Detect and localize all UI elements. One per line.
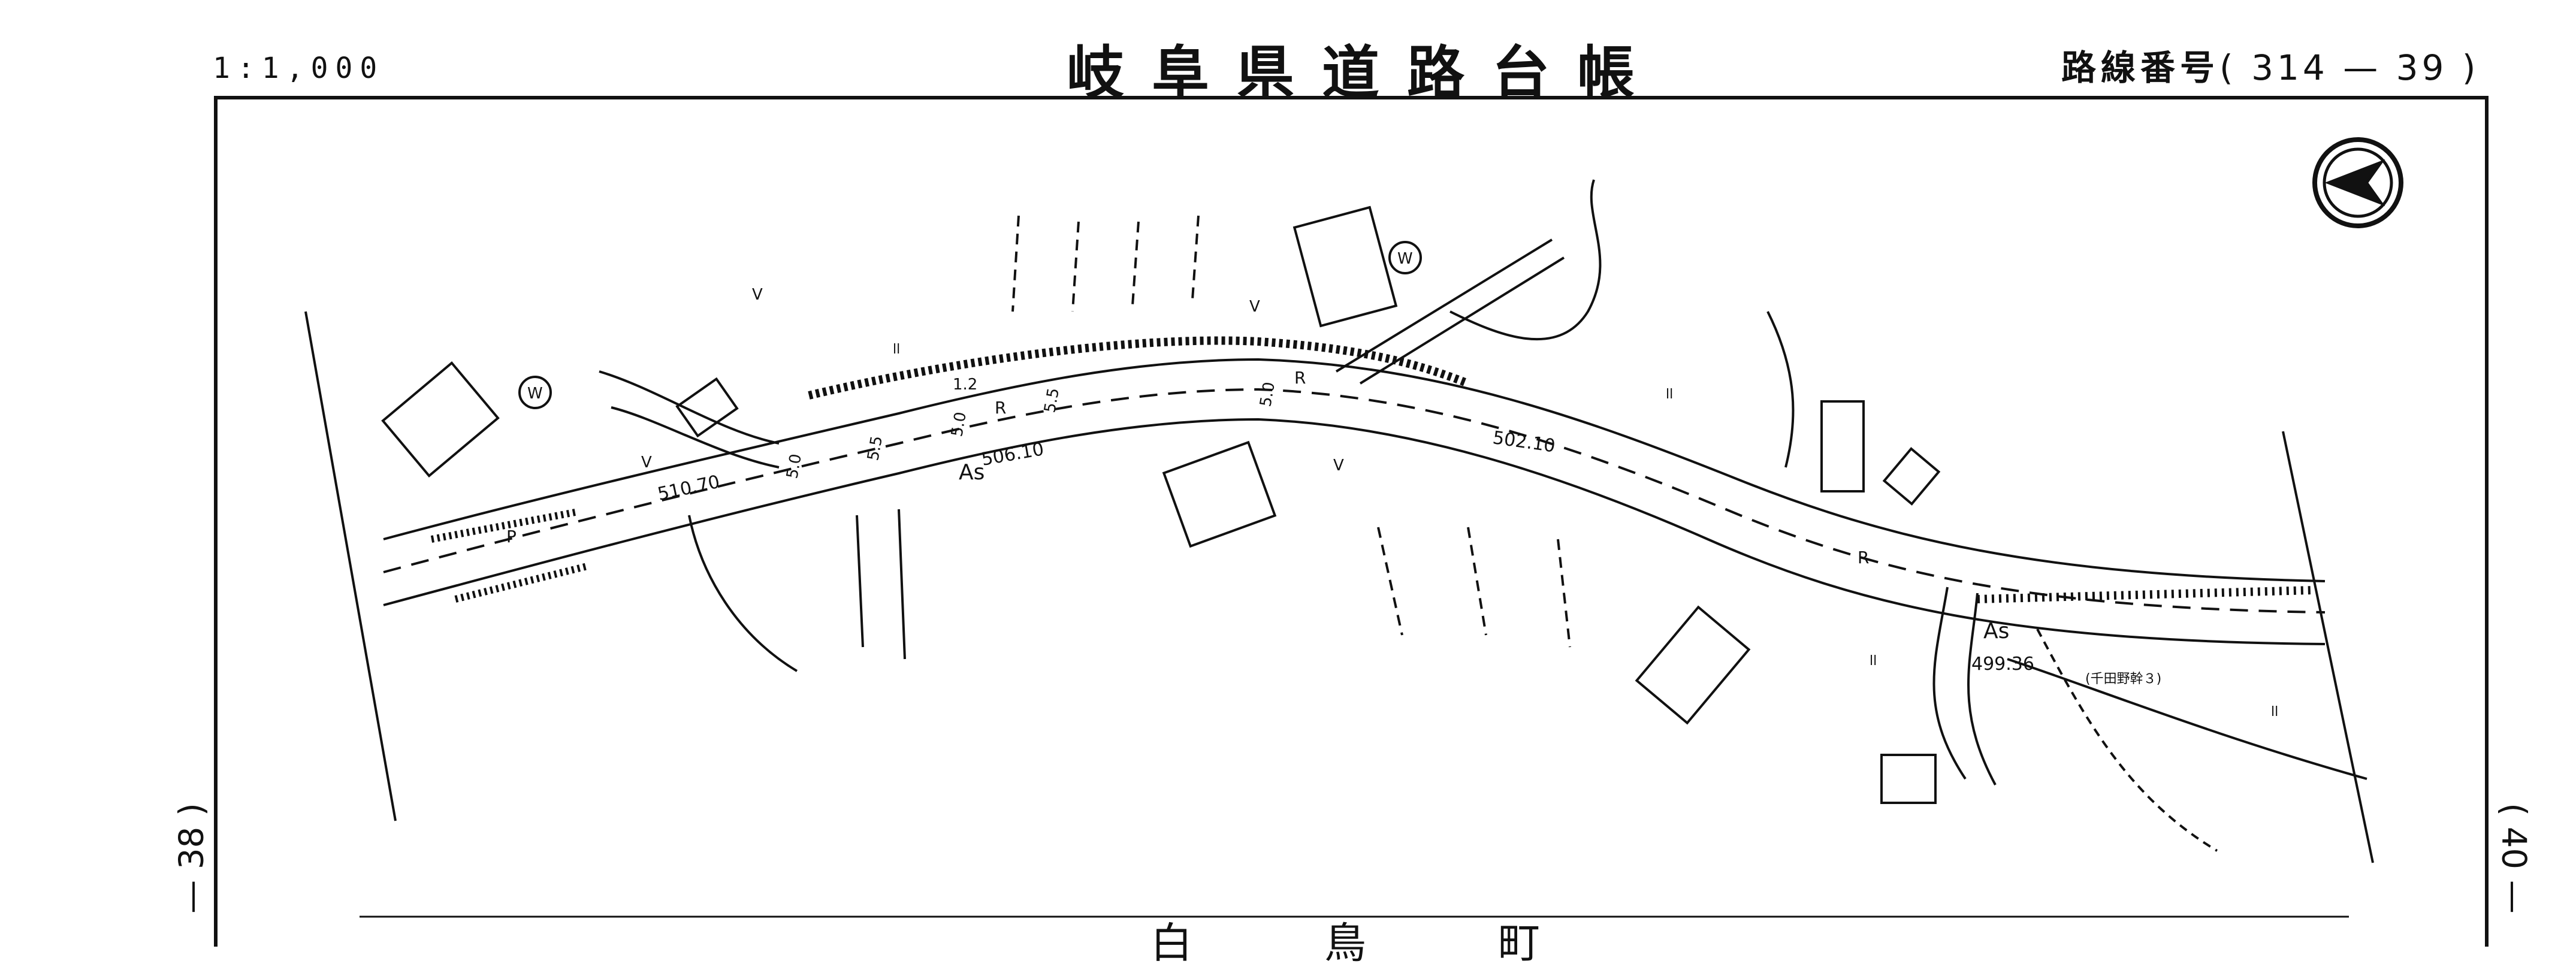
elevation-2: 506.10	[980, 439, 1045, 470]
road-label-r3: R	[1858, 548, 1869, 567]
branch-road-north	[1335, 238, 1565, 385]
road-edge-south	[383, 418, 2326, 645]
place-name-char-2: 鳥	[1324, 918, 1366, 968]
place-name-char-1: 白	[1150, 918, 1192, 968]
width-label-2: 5.5	[864, 434, 886, 462]
width-label-6: 1.2	[953, 376, 977, 394]
width-label-3: 5.5	[1041, 386, 1063, 414]
width-label-4: 5.0	[1257, 380, 1279, 408]
road-label-r1: R	[995, 398, 1006, 418]
place-name-char-3: 町	[1498, 918, 1540, 968]
north-arrow-icon	[2312, 137, 2403, 228]
elevation-1: 510.70	[656, 472, 721, 505]
route-number: 路線番号( 314 — 39 )	[2061, 40, 2480, 90]
map-frame	[214, 96, 2489, 947]
road-label-p: P	[506, 527, 517, 546]
pavement-label-2: As	[1983, 619, 2009, 643]
width-label-5: 5.0	[948, 410, 970, 438]
water-symbol-2: W	[1397, 250, 1413, 268]
symbol-ll-1: ll	[893, 342, 900, 357]
scale-label: 1:1,000	[213, 52, 385, 85]
road-label-r2: R	[1294, 368, 1306, 388]
route-label: 路線番号	[2061, 47, 2220, 88]
branch-road-south	[1932, 587, 1997, 785]
branch-road-west	[599, 370, 780, 469]
width-label-1: 5.0	[783, 452, 805, 480]
road-edge-north	[383, 358, 2326, 582]
symbol-ll-4: ll	[2271, 705, 2278, 720]
symbol-ll-3: ll	[1870, 654, 1877, 669]
symbol-v-2: V	[1249, 298, 1260, 316]
boundary-marker: (千田野幹３)	[2085, 672, 2161, 687]
symbol-v-3: V	[1333, 457, 1344, 475]
elevation-4: 499.36	[1971, 654, 2034, 675]
symbol-v-1: V	[752, 286, 763, 304]
page-title: 岐阜県道路台帳	[1067, 39, 1662, 107]
pavement-label-1: As	[959, 460, 985, 485]
road-plan-map: 510.70 506.10 502.10 499.36 As As R R R …	[304, 137, 2403, 918]
symbol-ll-2: ll	[1666, 387, 1673, 402]
map-sheet: 1:1,000 岐阜県道路台帳 路線番号( 314 — 39 ) — 38 ) …	[173, 39, 2533, 968]
symbol-v-4: V	[641, 454, 652, 472]
elevation-3: 502.10	[1491, 427, 1557, 457]
route-value: ( 314 — 39 )	[2219, 47, 2480, 88]
water-symbol-1: W	[527, 385, 543, 403]
